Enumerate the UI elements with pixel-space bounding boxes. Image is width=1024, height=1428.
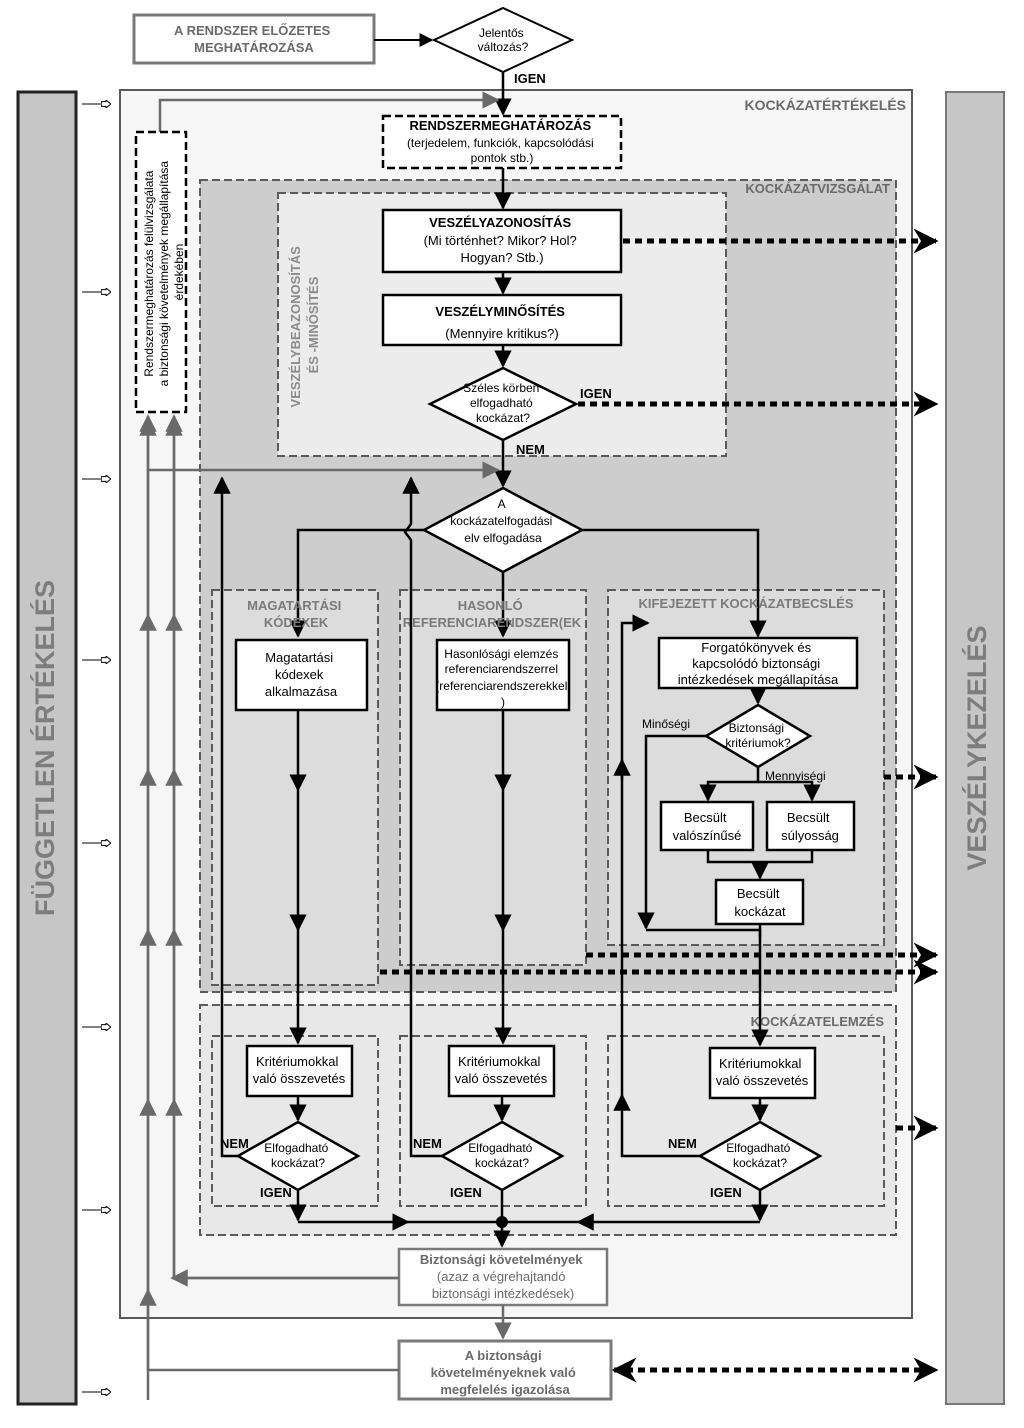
hazard-id-eval-label: VESZÉLYBEAZONOSÍTÁS ÉS -MINŐSÍTÉS [288,243,321,408]
system-preliminary-definition-text: A RENDSZER ELŐZETES MEGHATÁROZÁSA [174,23,334,55]
compare-text-1: Kritériumokkal való összevetés [253,1054,346,1086]
acceptable-text-3: Elfogadható kockázat? [726,1141,793,1170]
hazard-classification-text: VESZÉLYMINŐSÍTÉS (Mennyire kritikus?) [435,304,568,341]
compare-to-accept-arrows [289,1096,769,1122]
review-box [134,130,188,414]
hazard-classification-box [381,293,623,347]
risk-acceptance-principle-text: A kockázatelfogadási elv elfogadása [450,497,555,545]
estimated-risk-text: Becsült kockázat [734,886,786,919]
accept-no-label-3: NEM [668,1136,697,1151]
independent-assessment-bar [16,90,78,1406]
similarity-analysis-text: Hasonlósági elemzés referenciarendszerre… [435,647,570,709]
broad-yes-label: IGEN [580,386,612,401]
accept-no-label-2: NEM [413,1136,442,1151]
estimated-frequency-text: Becsült valószínűsé [673,810,742,843]
significant-change-text: Jelentős változás? [478,26,529,54]
broadly-acceptable-text: Széles körben elfogadható kockázat? [463,381,542,425]
safety-requirements-text: Biztonsági követelmények (azaz a végreha… [420,1252,586,1301]
explicit-risk-estimation-title: KIFEJEZETT KOCKÁZATBECSLÉS [639,596,854,611]
codes-of-practice-title: MAGATARTÁSI KÓDEXEK [247,598,345,630]
system-definition-box [381,114,623,170]
risk-examination-title: KOCKÁZATVIZSGÁLAT [745,181,890,196]
hazard-management-bar [945,91,1005,1405]
quantitative-label: Mennyiségi [765,769,826,783]
estimated-risk-box [714,878,805,926]
similar-reference-systems-title: HASONLÓ REFERENCIARENDSZER(EK [403,598,582,630]
acceptable-text-1: Elfogadható kockázat? [264,1141,331,1170]
estimated-severity-box [765,800,856,852]
compare-box-3 [708,1046,817,1100]
compare-text-3: Kritériumokkal való összevetés [716,1056,809,1088]
left-bar-arrows [82,104,110,1392]
compare-box-1 [245,1044,354,1098]
review-feedback-top-line [158,91,500,135]
acceptable-text-2: Elfogadható kockázat? [468,1141,535,1170]
estimated-frequency-box [659,800,755,852]
no-feedback-loops [213,476,700,1158]
similarity-analysis-box [435,638,571,712]
col3-internal-flow [637,734,821,1047]
change-yes-label: IGEN [514,71,546,86]
scenarios-text: Forgatókönyvek és kapcsolódó biztonsági … [678,640,839,687]
risk-analysis-title: KOCKÁZATELEMZÉS [751,1014,885,1029]
principle-branches [289,528,767,638]
system-definition-text: RENDSZERMEGHATÁROZÁS (terjedelem, funkci… [407,118,597,165]
compare-box-2 [447,1044,556,1098]
accept-no-label-1: NEM [220,1136,249,1151]
accept-yes-label-1: IGEN [260,1185,292,1200]
acceptable-decisions: Elfogadható kockázat? Elfogadható kockáz… [235,1120,823,1192]
compliance-text: A biztonsági követelményeknek való megfe… [431,1348,580,1397]
estimated-severity-text: Becsült súlyosság [781,810,839,843]
accept-yes-label-2: IGEN [450,1185,482,1200]
risk-assessment-title: KOCKÁZATÉRTÉKELÉS [744,97,906,113]
system-preliminary-definition-box [132,13,376,65]
hazard-identification-text: VESZÉLYAZONOSÍTÁS (Mi történhet? Mikor? … [424,215,581,265]
safety-criteria-text: Biztonsági kritériumok? [725,721,791,750]
broad-no-label: NEM [516,442,545,457]
merge-point [496,1216,508,1228]
compare-boxes: Kritériumokkal való összevetés Kritérium… [245,1044,817,1100]
qualitative-label: Minőségi [642,717,690,731]
codes-of-practice-box [234,638,369,712]
independent-assessment-label: FÜGGETLEN ÉRTÉKELÉS [29,580,60,916]
hazard-management-label: VESZÉLYKEZELÉS [961,625,992,870]
hazard-identification-box [381,208,623,274]
yes-merge-lines [289,1190,769,1248]
review-box-text: Rendszermeghatározás felülvizsgálata a b… [142,158,186,387]
compare-text-2: Kritériumokkal való összevetés [455,1054,548,1086]
scenarios-box [657,636,859,690]
accept-yes-label-3: IGEN [710,1185,742,1200]
codes-of-practice-text: Magatartási kódexek alkalmazása [265,650,338,699]
